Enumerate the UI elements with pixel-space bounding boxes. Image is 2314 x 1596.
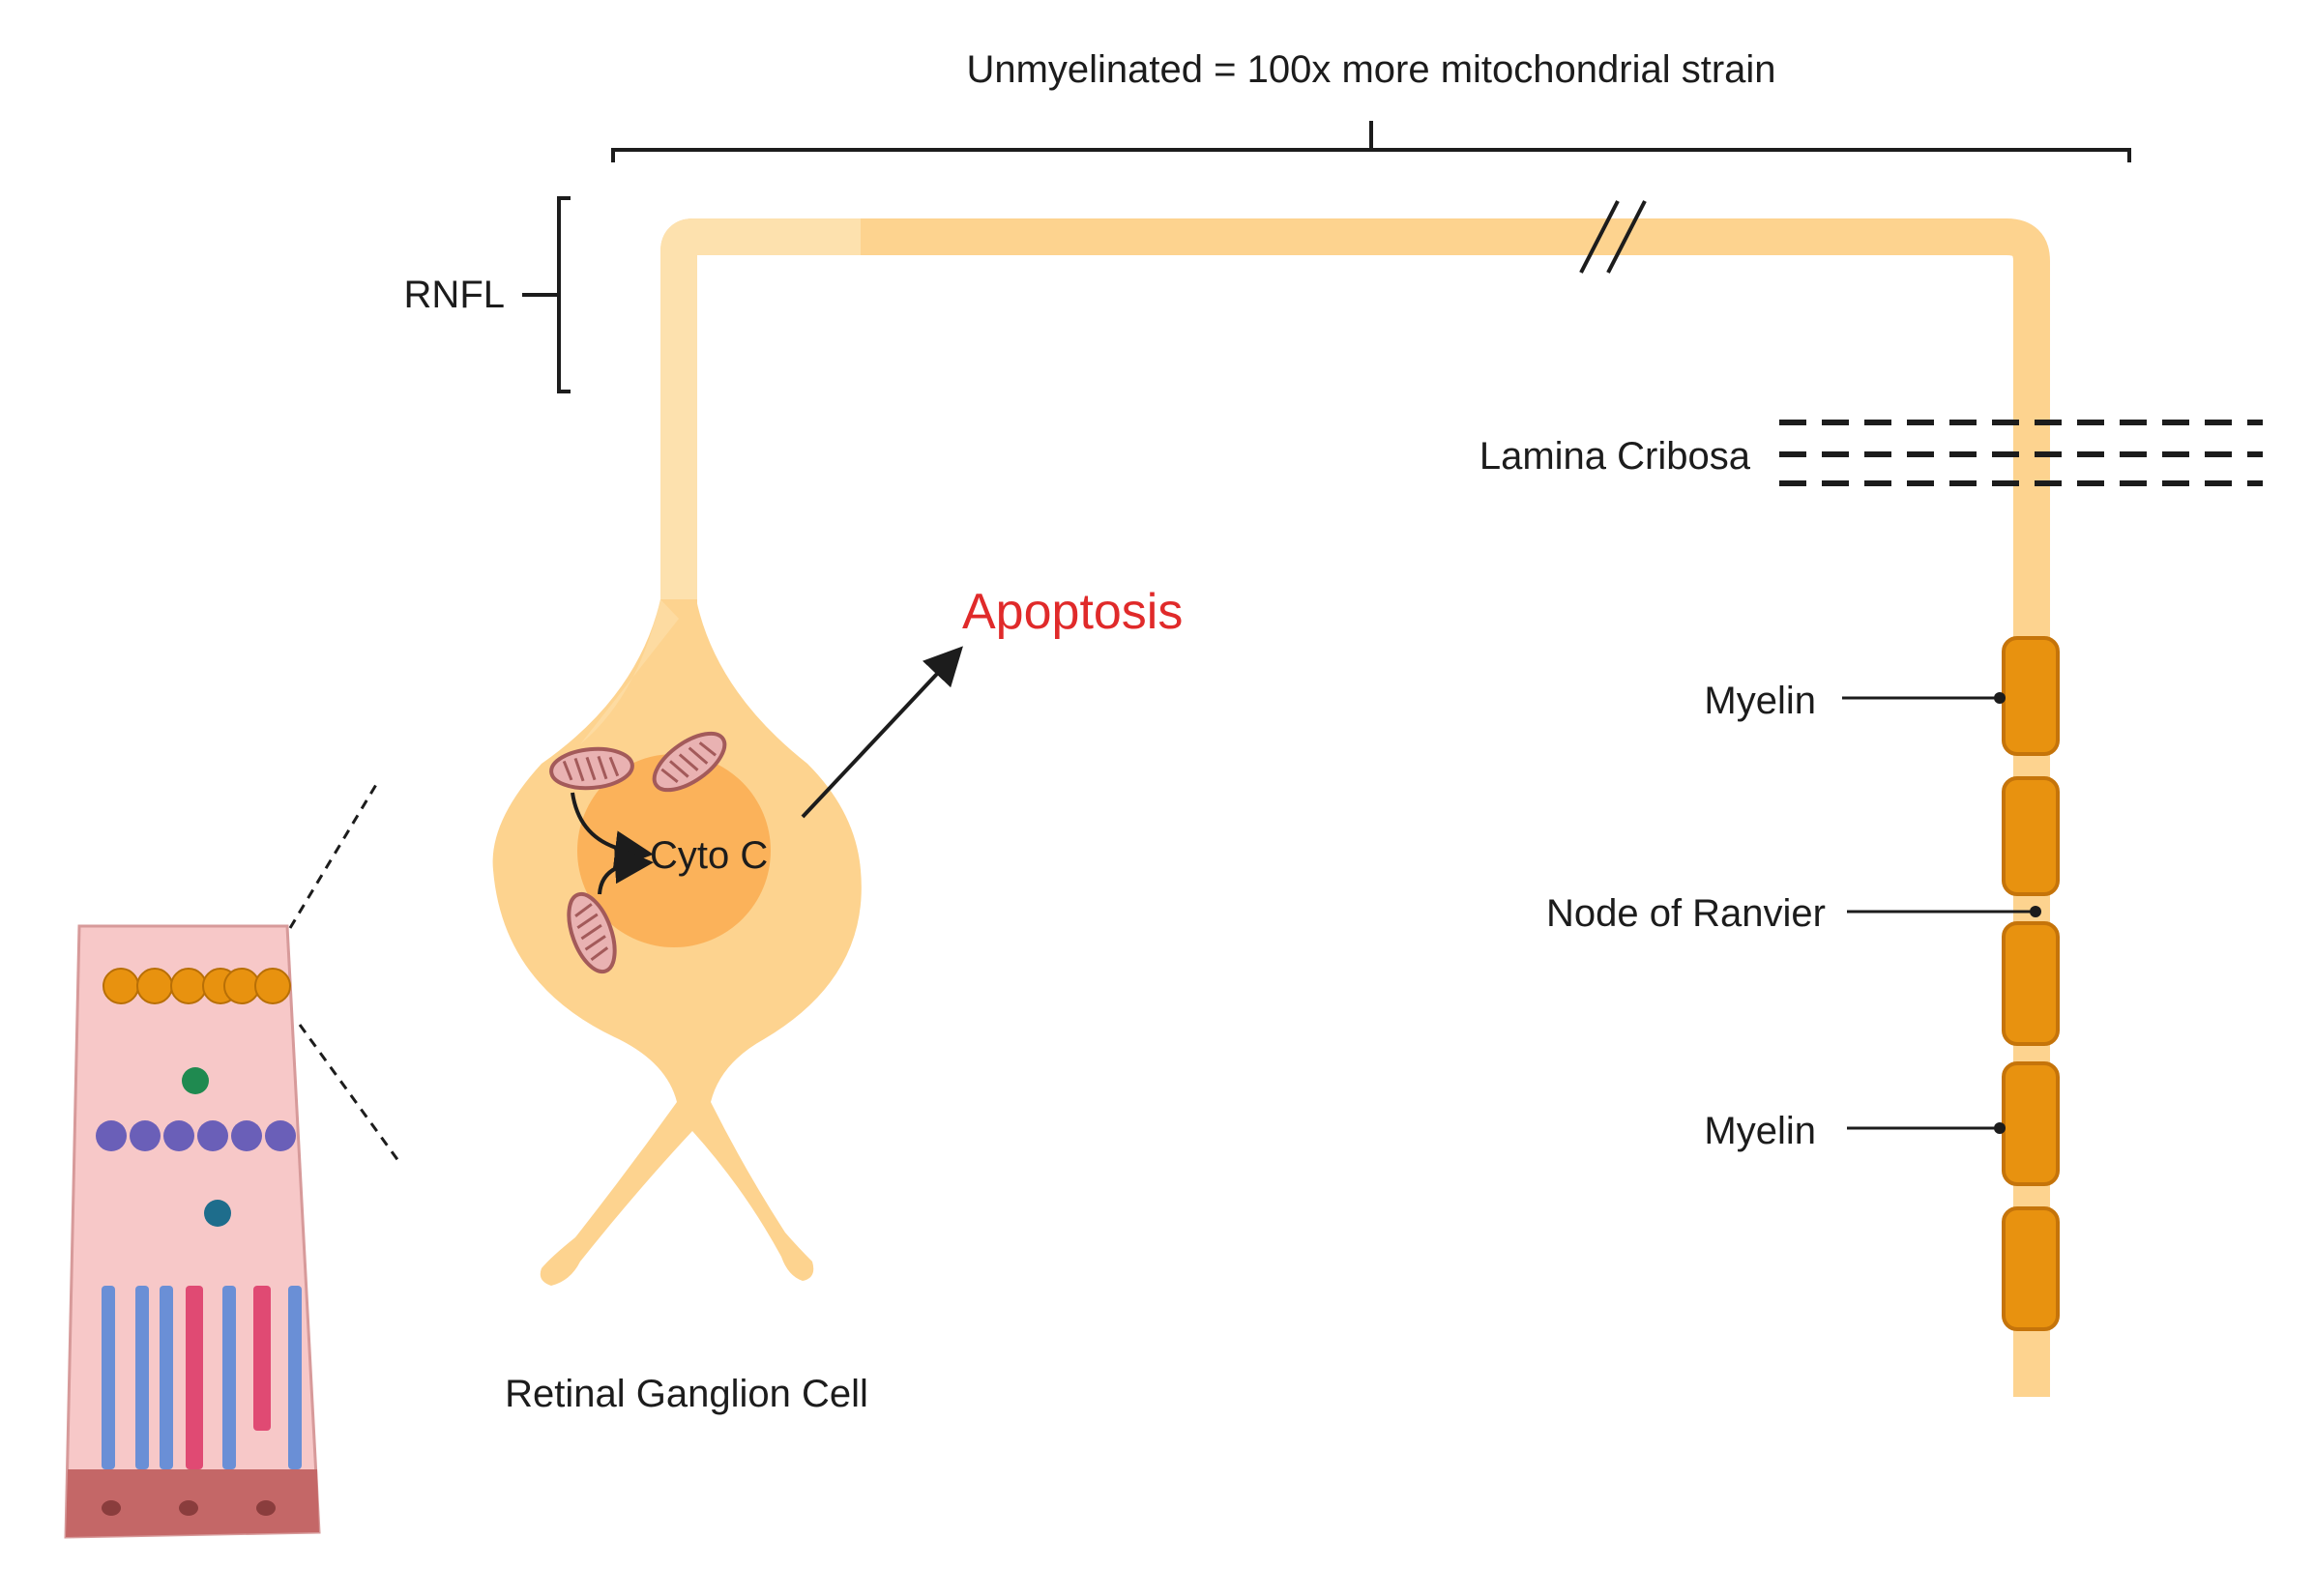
myelin-pointer-dot: [1994, 692, 2006, 704]
myelin-segments: [2002, 636, 2060, 1331]
cyto-c-label: Cyto C: [650, 834, 768, 877]
unmyelinated-bracket: [611, 121, 2131, 162]
apoptosis-arrow: [801, 646, 963, 819]
mitochondrion-2: [652, 731, 727, 793]
retina-cross-section: [64, 924, 321, 1539]
myelin-segment: [2002, 1206, 2060, 1331]
myelin-segment: [2002, 776, 2060, 896]
rnfl-label: RNFL: [404, 274, 505, 316]
apoptosis-label: Apoptosis: [962, 584, 1183, 640]
axon: [660, 218, 2050, 1397]
mitochondria: [549, 731, 727, 974]
rnfl-bracket: [522, 196, 571, 393]
lamina-cribosa-label: Lamina Cribosa: [1479, 435, 1751, 478]
mitochondrion-3: [567, 891, 617, 974]
axon-break-mark: [1579, 200, 1647, 274]
unmyelinated-label: Unmyelinated = 100x more mitochondrial s…: [966, 48, 1775, 91]
myelin-label-2: Myelin: [1704, 1110, 1816, 1152]
node-of-ranvier-label: Node of Ranvier: [1546, 892, 1826, 935]
zoom-lines: [288, 782, 403, 1166]
cyto-c-arrows: [571, 792, 654, 895]
myelin-segment: [2002, 636, 2060, 756]
retinal-ganglion-cell-label: Retinal Ganglion Cell: [505, 1373, 868, 1415]
myelin-label-1: Myelin: [1704, 680, 1816, 722]
node-pointer-dot: [2030, 906, 2041, 917]
rgc-nucleus: [577, 754, 771, 947]
lamina-cribosa-lines: [1779, 420, 2263, 486]
mitochondrion-1: [549, 746, 634, 791]
myelin-pointer-dot: [1994, 1122, 2006, 1134]
rgc-soma: [492, 599, 862, 1286]
myelin-segment: [2002, 921, 2060, 1046]
myelin-segment: [2002, 1061, 2060, 1186]
